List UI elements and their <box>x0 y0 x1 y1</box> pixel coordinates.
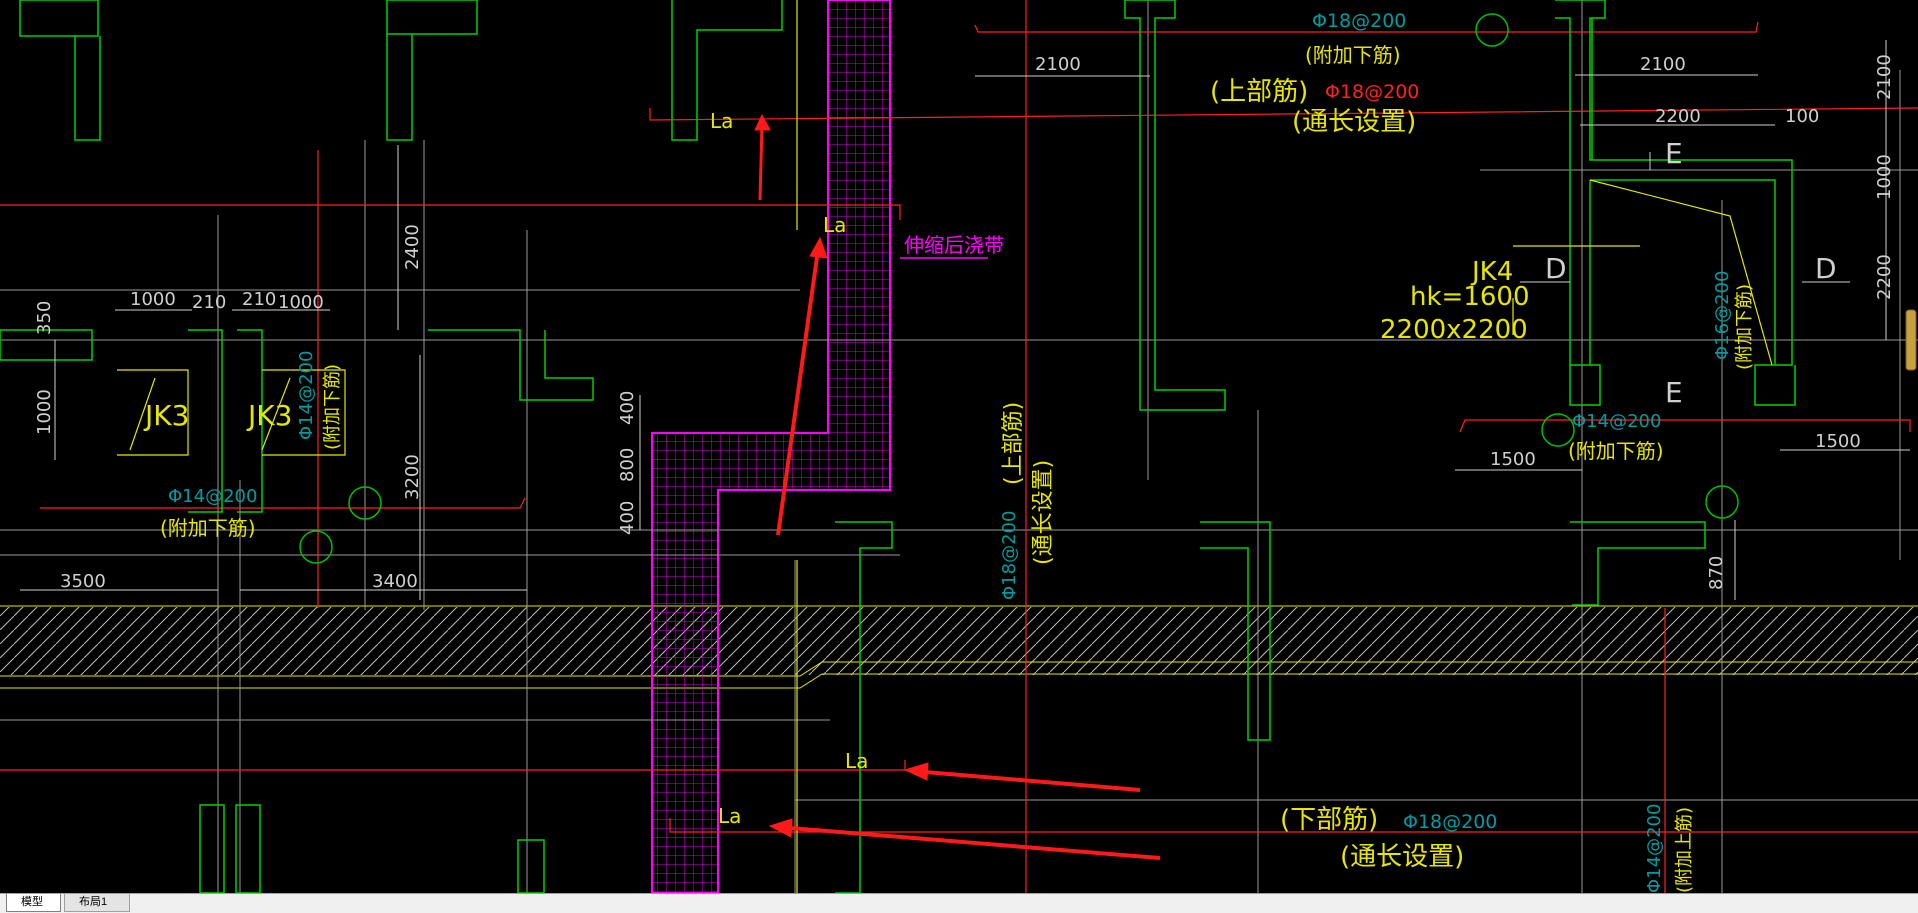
dim-1500-b: 1500 <box>1815 431 1861 452</box>
dim-2100-a: 2100 <box>1035 54 1081 75</box>
yellow-outlines <box>117 0 1773 893</box>
section-d-left: D <box>1545 252 1567 285</box>
rebar-14-200-br: Φ14@200 <box>1644 804 1665 893</box>
rebar-14-200-v: Φ14@200 <box>296 351 317 440</box>
xiabujin-label: (下部筋) <box>1280 805 1378 835</box>
dim-1000-a: 1000 <box>130 289 176 310</box>
cad-model-space[interactable]: 2100 2100 2200 100 2100 1000 2200 Φ18@20… <box>0 0 1918 893</box>
la-2: La <box>823 213 846 237</box>
dim-210-b: 210 <box>242 289 276 310</box>
dim-3400: 3400 <box>372 571 418 592</box>
dim-1000-b: 1000 <box>278 292 324 313</box>
section-e-top: E <box>1665 137 1683 170</box>
section-d-right: D <box>1815 252 1837 285</box>
fujia-xiajin-r: (附加下筋) <box>1568 439 1664 463</box>
la-3: La <box>845 749 868 773</box>
fujia-xiajin-v: (附加下筋) <box>322 364 343 450</box>
dim-100: 100 <box>1785 106 1819 127</box>
dim-1500-a: 1500 <box>1490 449 1536 470</box>
dim-2100-b: 2100 <box>1640 54 1686 75</box>
jk4-label: JK4 <box>1470 257 1513 287</box>
dim-2200-b: 2200 <box>1874 254 1895 300</box>
dim-2100-c: 2100 <box>1874 54 1895 100</box>
post-pour-band <box>651 0 891 893</box>
dim-2400: 2400 <box>402 224 423 270</box>
tongchang-bot: (通长设置) <box>1340 842 1464 872</box>
dim-400-b: 400 <box>617 501 638 535</box>
jk3-a: JK3 <box>143 399 189 432</box>
shensuo-band-label: 伸缩后浇带 <box>904 233 1004 257</box>
rebar-14-200-l: Φ14@200 <box>168 486 257 507</box>
dim-870: 870 <box>1706 556 1727 590</box>
layout-tab-bar: 模型 布局1 <box>0 893 1918 913</box>
hatch-bottom-line <box>0 661 1918 677</box>
column-circles <box>299 13 1739 564</box>
jk3-b: JK3 <box>246 399 292 432</box>
tongchang-vert: (通长设置) <box>1031 460 1056 565</box>
hatch-bottom-line-2 <box>0 673 1918 689</box>
fujia-shangjin: (附加上筋) <box>1674 807 1695 893</box>
dim-1000-r: 1000 <box>1874 154 1895 200</box>
dim-3500: 3500 <box>60 571 106 592</box>
la-1: La <box>710 109 733 133</box>
fujia-xiajin-jk4: (附加下筋) <box>1734 284 1755 370</box>
axis-lines <box>0 0 1918 893</box>
dimension-marks <box>20 40 1910 600</box>
dim-3200: 3200 <box>402 454 423 500</box>
dim-800: 800 <box>617 448 638 482</box>
tab-layout1[interactable]: 布局1 <box>64 894 130 912</box>
green-walls <box>0 0 1796 893</box>
dim-1000-c: 1000 <box>34 389 55 435</box>
dim-350: 350 <box>34 301 55 335</box>
rebar-14-200-r: Φ14@200 <box>1572 411 1661 432</box>
rebar-red-lines <box>0 0 1918 893</box>
rebar-18-200-red: Φ18@200 <box>1325 81 1419 103</box>
dim-2200-a: 2200 <box>1655 106 1701 127</box>
fujia-xiajin-top: (附加下筋) <box>1305 43 1401 67</box>
tab-model[interactable]: 模型 <box>6 894 61 912</box>
dim-210-a: 210 <box>192 292 226 313</box>
hatch-band <box>0 607 1918 675</box>
size-2200-label: 2200x2200 <box>1380 315 1528 345</box>
dim-400-a: 400 <box>617 391 638 425</box>
fujia-xiajin-l: (附加下筋) <box>160 516 256 540</box>
red-arrows <box>754 113 1161 860</box>
tongchang-top: (通长设置) <box>1292 107 1416 137</box>
rebar-18-200-vert: Φ18@200 <box>999 511 1020 600</box>
shangbujin-label: (上部筋) <box>1210 77 1308 107</box>
rebar-16-200: Φ16@200 <box>1712 271 1733 360</box>
shangbujin-vert: (上部筋) <box>1001 402 1026 485</box>
view-scroll-handle[interactable] <box>1905 309 1917 371</box>
section-e-bottom: E <box>1665 376 1683 409</box>
rebar-18-200-top: Φ18@200 <box>1312 10 1406 32</box>
rebar-18-200-bot: Φ18@200 <box>1403 811 1497 833</box>
la-4: La <box>718 804 741 828</box>
hk1600-label: hk=1600 <box>1410 282 1530 312</box>
